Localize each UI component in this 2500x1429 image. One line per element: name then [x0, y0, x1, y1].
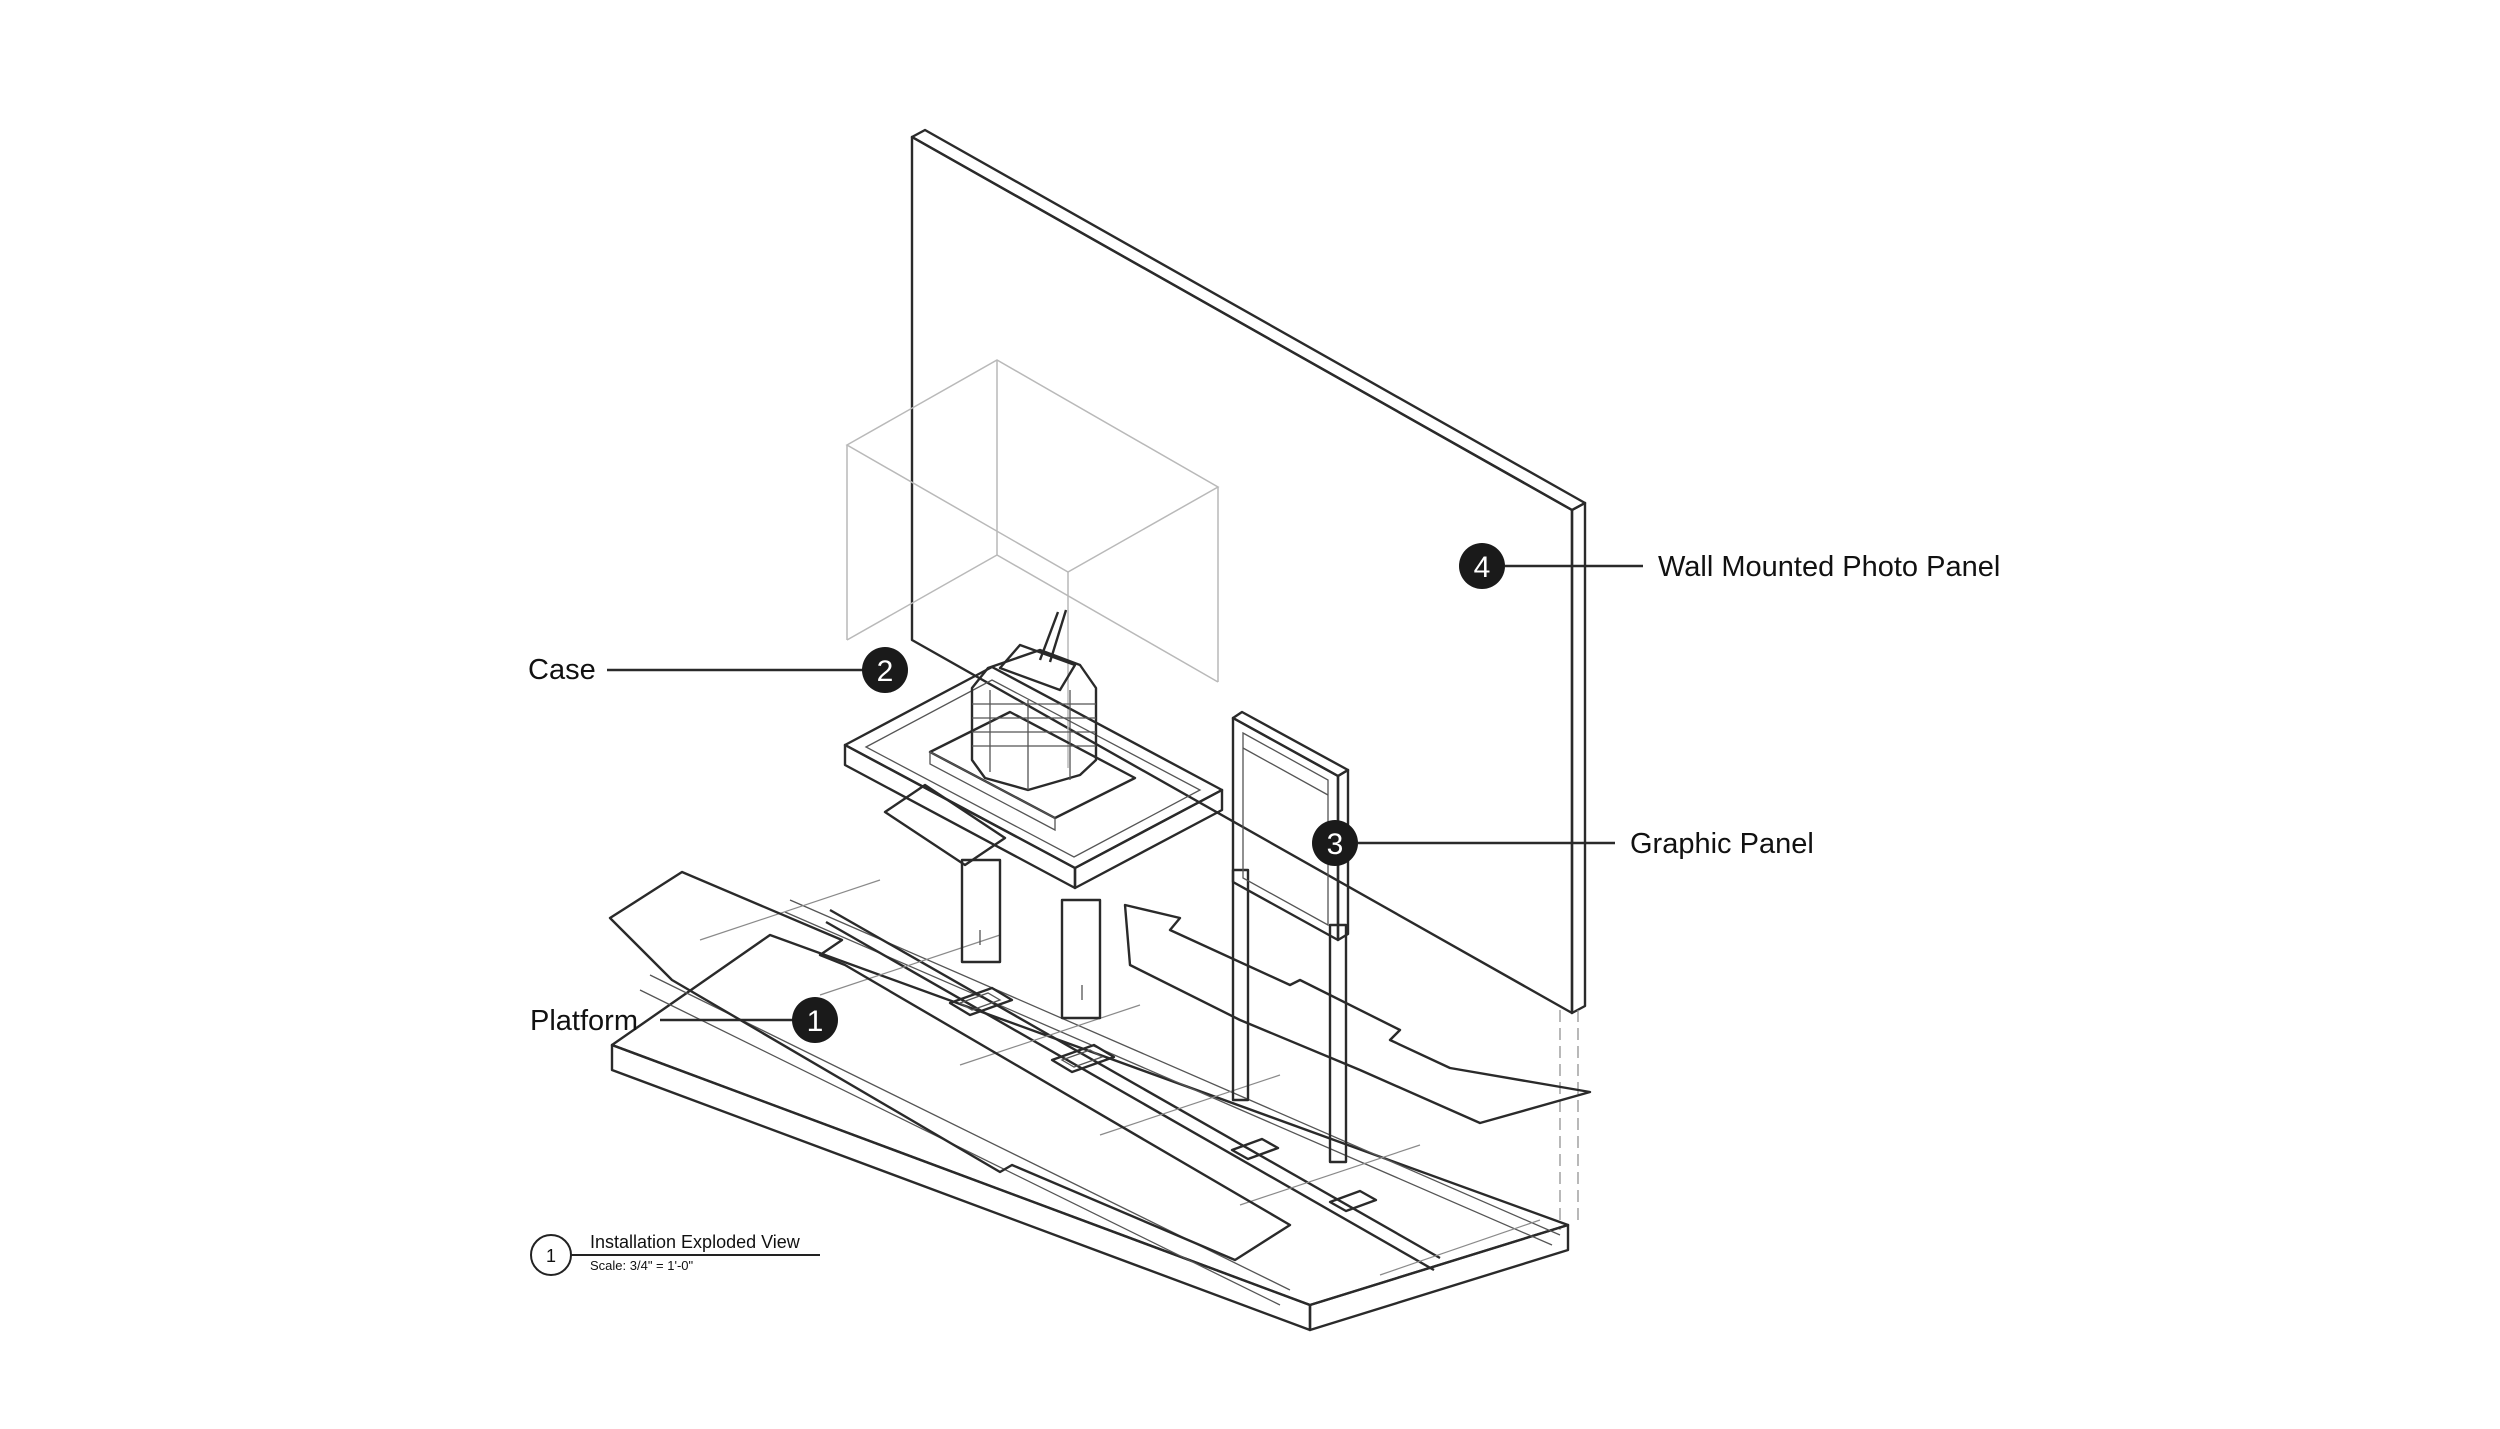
callout-marker-graphic-panel: [1312, 820, 1358, 866]
callout-label-platform: Platform: [530, 1005, 638, 1037]
drawing-title: Installation Exploded View: [590, 1232, 801, 1252]
platform: [608, 870, 1592, 1332]
callout-case: Case 2: [528, 647, 908, 693]
callout-graphic-panel: 3 Graphic Panel: [1312, 820, 1814, 866]
callout-marker-wall-photo-panel: [1459, 543, 1505, 589]
callout-label-graphic-panel: Graphic Panel: [1630, 828, 1814, 860]
drawing-scale: Scale: 3/4" = 1'-0": [590, 1258, 694, 1273]
callout-number-wall-photo-panel: 4: [1474, 551, 1491, 584]
wall-photo-panel: [910, 128, 1587, 1230]
callout-wall-photo-panel: 4 Wall Mounted Photo Panel: [1459, 543, 2000, 589]
drawing-title-block: 1 Installation Exploded View Scale: 3/4"…: [530, 1232, 820, 1276]
graphic-panel: [1231, 710, 1350, 1164]
architectural-model: [970, 609, 1098, 792]
callout-marker-case: [862, 647, 908, 693]
callout-number-graphic-panel: 3: [1327, 828, 1344, 861]
platform-connector: [1050, 1043, 1116, 1074]
callout-number-platform: 1: [807, 1005, 824, 1038]
callout-number-case: 2: [877, 655, 894, 688]
platform-connector: [948, 986, 1014, 1017]
vitrine-cover: [845, 359, 1220, 768]
callout-label-case: Case: [528, 654, 596, 686]
callout-marker-platform: [792, 997, 838, 1043]
callout-label-wall-photo-panel: Wall Mounted Photo Panel: [1658, 551, 2000, 583]
drawing-number: 1: [546, 1246, 556, 1266]
platform-connector: [1230, 1137, 1280, 1161]
callout-platform: Platform 1: [530, 997, 838, 1043]
platform-connector: [1328, 1189, 1378, 1213]
display-case: [843, 359, 1224, 1020]
